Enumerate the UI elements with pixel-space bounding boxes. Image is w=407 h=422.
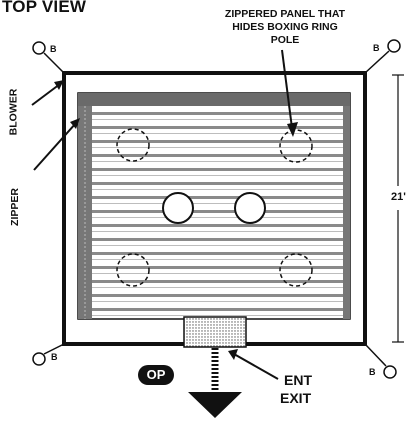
op-badge: OP: [138, 365, 174, 385]
zipper-arrow-head: [70, 118, 80, 129]
corner-marker-bottom-left: B: [51, 352, 58, 362]
corner-marker-top-left: B: [50, 44, 57, 54]
zippered-panel-callout: ZIPPERED PANEL THAT HIDES BOXING RING PO…: [224, 8, 346, 46]
corner-tether-bottom-left: [43, 343, 65, 355]
panel-note-arrow: [281, 49, 293, 129]
center-pillar-right: [234, 192, 266, 224]
inflatable-floor: [77, 92, 351, 320]
right-wall-band: [343, 106, 350, 319]
zipper-strip: [78, 106, 92, 319]
entrance-pointer-arrow: [233, 353, 279, 380]
diagram-title: TOP VIEW: [2, 0, 87, 16]
pole-panel-bottom-right: [279, 253, 313, 287]
entrance-label: ENT: [284, 372, 312, 388]
corner-tether-top-left: [43, 52, 65, 74]
corner-marker-top-right: B: [373, 43, 380, 53]
entrance-opening: [183, 316, 247, 348]
exit-label: EXIT: [280, 390, 312, 406]
top-wall-band: [78, 93, 350, 106]
dimension-label-gap: [390, 186, 406, 210]
zipper-arrow: [33, 122, 77, 171]
center-pillar-left: [162, 192, 194, 224]
pole-panel-top-left: [116, 128, 150, 162]
corner-anchor-top-left: [32, 41, 46, 55]
pole-panel-bottom-left: [116, 253, 150, 287]
blower-label: BLOWER: [7, 88, 20, 136]
corner-tether-top-right: [364, 50, 390, 74]
entrance-pointer-arrow-head: [228, 349, 238, 360]
corner-anchor-bottom-right: [383, 365, 397, 379]
corner-tether-bottom-right: [364, 343, 387, 367]
blower-arrow-head: [54, 80, 64, 90]
corner-anchor-top-right: [387, 39, 401, 53]
dimension-label: 21': [391, 191, 406, 203]
panel-note-arrow-head: [287, 122, 298, 137]
corner-anchor-bottom-left: [32, 352, 46, 366]
zipper-label: ZIPPER: [8, 188, 21, 226]
exit-direction-arrow-icon: [188, 392, 242, 418]
blower-arrow: [31, 83, 61, 106]
corner-marker-bottom-right: B: [369, 367, 376, 377]
pole-panel-top-right: [279, 129, 313, 163]
